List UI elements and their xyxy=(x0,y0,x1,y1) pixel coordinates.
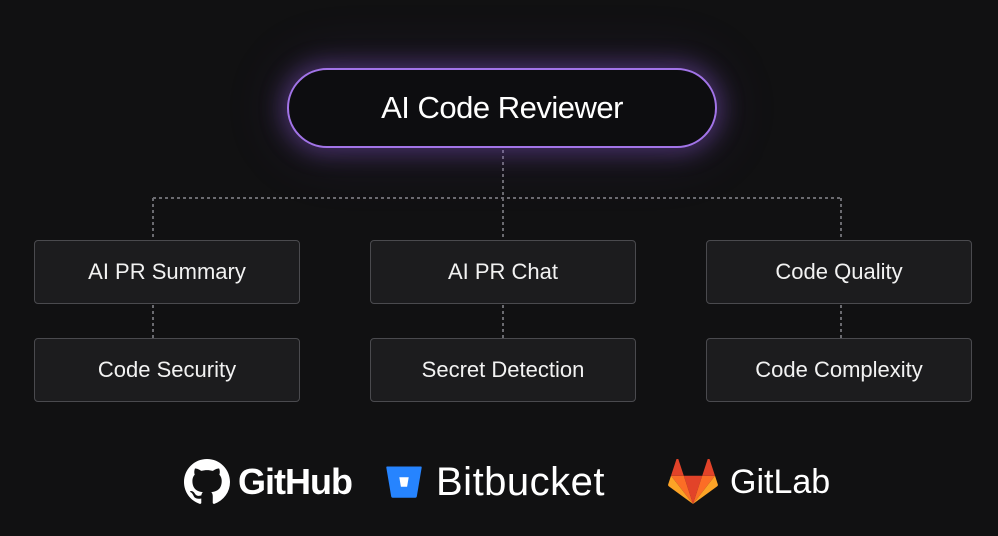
gitlab-icon xyxy=(668,459,718,504)
node-label: Code Security xyxy=(97,357,237,382)
github-logo: GitHub xyxy=(184,450,353,514)
node-code-security: Code Security xyxy=(34,338,300,402)
root-node-label: AI Code Reviewer xyxy=(381,90,623,125)
node-label: AI PR Summary xyxy=(88,259,246,284)
node-label: Secret Detection xyxy=(421,357,585,382)
bitbucket-wordmark: Bitbucket xyxy=(436,459,606,504)
gitlab-logo: GitLab xyxy=(668,450,830,514)
bitbucket-logo: Bitbucket xyxy=(386,450,605,514)
node-secret-detection: Secret Detection xyxy=(370,338,636,402)
node-label: Code Quality xyxy=(775,259,903,284)
node-ai-pr-summary: AI PR Summary xyxy=(34,240,300,304)
bitbucket-icon xyxy=(386,466,422,498)
node-label: AI PR Chat xyxy=(447,259,559,284)
node-code-complexity: Code Complexity xyxy=(706,338,972,402)
node-code-quality: Code Quality xyxy=(706,240,972,304)
root-node-ai-code-reviewer: AI Code Reviewer xyxy=(287,68,717,148)
node-ai-pr-chat: AI PR Chat xyxy=(370,240,636,304)
gitlab-wordmark: GitLab xyxy=(730,462,831,501)
github-wordmark: GitHub xyxy=(238,461,353,502)
platform-logos: GitHub Bitbucket GitLab xyxy=(0,450,998,514)
github-icon xyxy=(184,459,230,504)
node-label: Code Complexity xyxy=(755,357,923,382)
